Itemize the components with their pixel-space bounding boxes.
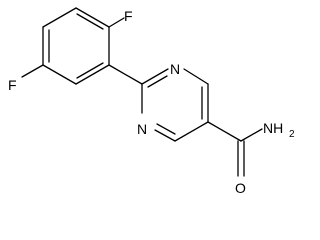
bond (42, 7, 77, 28)
pyrimidine-ring (141, 68, 209, 142)
bond (75, 7, 110, 28)
bond (174, 121, 209, 142)
atom-fluorine-top: F (124, 8, 133, 24)
atom-amine-nh: NH (263, 120, 283, 136)
atom-oxygen: O (235, 180, 246, 196)
atom-fluorine-left: F (8, 77, 17, 93)
phenyl-ring (42, 7, 110, 85)
bond (75, 64, 110, 85)
bond-c-n-amide (240, 128, 263, 142)
bond-c-f-top (108, 17, 125, 28)
molecule-drawing: F F N N NH 2 O (8, 7, 295, 196)
aromatic-double-bond (156, 123, 176, 135)
atom-amine-subscript: 2 (289, 129, 295, 140)
bond (141, 68, 169, 85)
aromatic-double-bond (147, 75, 168, 88)
bond-ring-carbonyl (207, 121, 242, 142)
atom-nitrogen-lower: N (137, 121, 147, 137)
bond (154, 129, 176, 142)
bond-c-f-left (21, 64, 44, 78)
aromatic-double-bond (76, 62, 104, 79)
chemical-structure-canvas: F F N N NH 2 O (8, 7, 295, 196)
bond-aryl-aryl (108, 64, 143, 85)
bond (42, 64, 77, 85)
atom-nitrogen-upper: N (170, 61, 180, 77)
bond (183, 68, 209, 85)
aromatic-double-bond (76, 13, 104, 30)
